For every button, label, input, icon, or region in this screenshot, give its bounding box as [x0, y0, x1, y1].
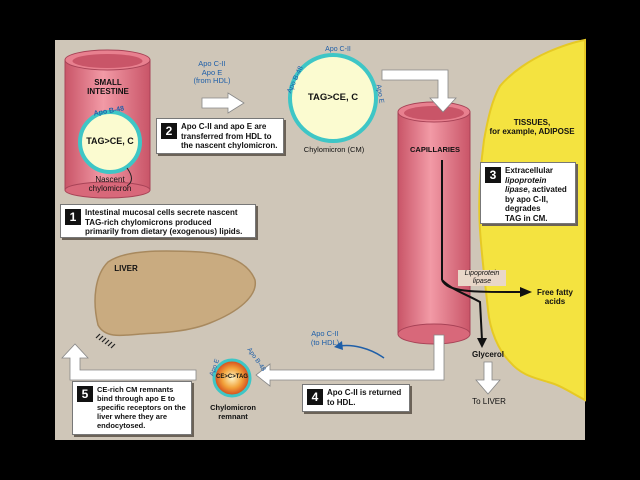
arrow-remnant-to-liver [61, 343, 197, 381]
step-4-number: 4 [307, 389, 323, 405]
chylomicron-particle [288, 53, 378, 143]
step-1-number: 1 [65, 209, 81, 225]
arrow-apo-cii-to-hdl [339, 344, 385, 359]
small-intestine-label: SMALL INTESTINE [87, 78, 129, 97]
arrow-hdl-to-cm [201, 92, 245, 114]
nascent-pointer-arrow [126, 167, 132, 187]
step-1-text: Intestinal mucosal cells secrete nascent… [85, 208, 243, 237]
capillaries-label: CAPILLARIES [409, 145, 460, 154]
hdl-source-label: Apo C-II Apo E (from HDL) [193, 59, 231, 86]
nascent-chylomicron [78, 110, 142, 174]
step-4-box: 4 Apo C-II is returned to HDL. [302, 384, 410, 412]
step-3-text-c: , activated by apo C-II, degrades TAG in… [505, 185, 567, 223]
to-liver-label: To LIVER [472, 397, 506, 406]
tissues-label: TISSUES, for example, ADIPOSE [489, 118, 575, 137]
arrow-free-fatty-acids-head [520, 287, 532, 297]
remnant-caption: Chylomicron remnant [210, 403, 256, 421]
arrow-capillaries-to-remnant [255, 334, 445, 387]
step-1-box: 1 Intestinal mucosal cells secrete nasce… [60, 204, 256, 238]
step-2-box: 2 Apo C-II and apo E are transferred fro… [156, 118, 284, 154]
step-3-number: 3 [485, 167, 501, 183]
glycerol-label: Glycerol [471, 350, 504, 359]
step-2-text: Apo C-II and apo E are transferred from … [181, 122, 278, 151]
step-3-text-a: Extracellular [505, 166, 554, 175]
free-fatty-acids-label: Free fatty acids [536, 288, 573, 307]
step-3-text: Extracellular lipoprotein lipase, activa… [505, 163, 575, 227]
lipoprotein-lipase-label: Lipoprotein lipase [458, 270, 506, 287]
remnant-core-label: CE>C>TAG [216, 374, 248, 380]
arrow-glycerol-to-liver [475, 361, 501, 395]
liver-receptors [95, 333, 116, 349]
step-2-number: 2 [161, 123, 177, 139]
step-3-text-b: lipoprotein lipase [505, 175, 547, 195]
step-4-text: Apo C-II is returned to HDL. [327, 388, 402, 407]
nascent-core-label: TAG>CE, C [86, 136, 134, 146]
step-3-box: 3 Extracellular lipoprotein lipase, acti… [480, 162, 576, 224]
step-5-box: 5 CE-rich CM remnants bind through apo E… [72, 381, 192, 435]
step-5-text: CE-rich CM remnants bind through apo E t… [97, 385, 186, 430]
arrow-apo-cii-to-hdl-head [334, 341, 343, 350]
cm-core-label: TAG>CE, C [307, 92, 359, 103]
liver-shape [94, 250, 256, 337]
step-5-number: 5 [77, 386, 93, 402]
apo-cii-to-hdl-label: Apo C-II (to HDL) [310, 329, 340, 347]
liver-label: LIVER [114, 264, 138, 273]
arrow-glycerol [441, 279, 483, 341]
chylomicron-remnant [212, 358, 252, 398]
arrow-cm-to-capillaries [381, 69, 457, 113]
arrow-glycerol-head [477, 338, 487, 348]
nascent-chylomicron-label: Nascent chylomicron [88, 175, 132, 194]
chylomicron-caption: Chylomicron (CM) [303, 145, 365, 154]
cm-apo-cii-label: Apo C-II [325, 46, 351, 53]
capillaries-tube [397, 101, 471, 345]
